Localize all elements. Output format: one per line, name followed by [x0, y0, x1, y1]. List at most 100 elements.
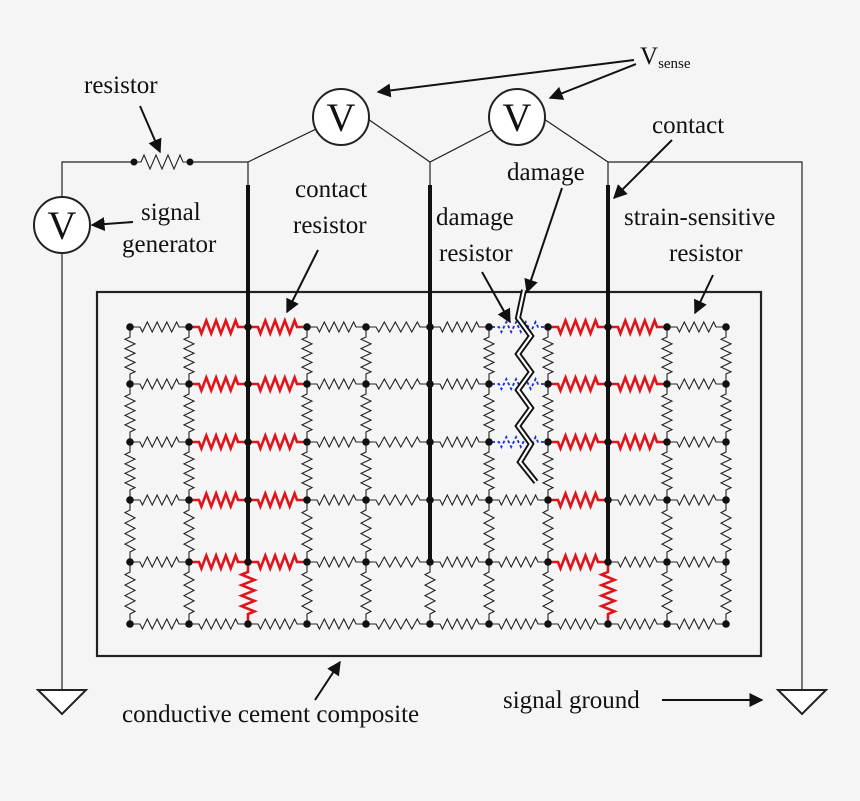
grid-resistor — [433, 377, 486, 391]
grid-resistor — [719, 330, 733, 381]
grid-resistor — [541, 445, 555, 497]
contact-resistor — [251, 431, 304, 453]
grid-resistor — [719, 445, 733, 497]
grid-resistor — [123, 565, 137, 621]
label-ground: signal ground — [503, 687, 640, 714]
grid-resistor — [182, 330, 196, 381]
grid-resistor — [359, 565, 373, 621]
grid-resistor — [359, 503, 373, 559]
label-resistor: resistor — [84, 72, 158, 99]
contact-resistor — [192, 489, 245, 511]
node-dot — [544, 496, 552, 504]
grid-resistor — [123, 387, 137, 439]
label-contact-resistor-1: contact — [295, 176, 367, 203]
grid-resistor — [359, 387, 373, 439]
damage-resistor — [492, 319, 545, 335]
node-dot — [722, 496, 730, 504]
label-damage-resistor-2: resistor — [439, 240, 513, 267]
node-dot — [485, 620, 493, 628]
label-v-sense-main: V — [640, 43, 658, 70]
node-dot — [185, 620, 193, 628]
grid-resistor — [369, 493, 427, 507]
grid-resistor — [133, 617, 186, 631]
node-dot — [126, 438, 134, 446]
grid-resistor — [133, 435, 186, 449]
grid-resistor — [670, 493, 723, 507]
damage-crack — [514, 289, 539, 484]
grid-resistor — [133, 555, 186, 569]
grid-resistor — [482, 445, 496, 497]
grid-resistor — [660, 503, 674, 559]
grid-resistor — [300, 387, 314, 439]
grid-resistor — [670, 435, 723, 449]
grid-resistor — [482, 503, 496, 559]
contact-resistor — [238, 565, 258, 621]
grid-resistor — [670, 617, 723, 631]
grid-resistor — [300, 445, 314, 497]
grid-resistor — [182, 445, 196, 497]
grid-resistor — [433, 493, 486, 507]
grid-resistor — [670, 555, 723, 569]
node-dot — [544, 438, 552, 446]
contact-resistor — [192, 373, 245, 395]
node-dot — [722, 323, 730, 331]
node-dot — [303, 323, 311, 331]
grid-resistor — [670, 320, 723, 334]
grid-resistor — [369, 555, 427, 569]
grid-resistor — [660, 445, 674, 497]
grid-resistor — [310, 617, 363, 631]
node-dot — [663, 620, 671, 628]
label-contact-resistor-2: resistor — [293, 212, 367, 239]
contact-resistor — [192, 431, 245, 453]
node-dot — [185, 558, 193, 566]
node-dot — [185, 323, 193, 331]
contact-resistor — [251, 551, 304, 573]
grid-resistor — [369, 377, 427, 391]
grid-resistor — [300, 503, 314, 559]
node-dot — [663, 438, 671, 446]
contact-resistor — [611, 431, 664, 453]
grid-resistor — [670, 377, 723, 391]
node-dot — [722, 380, 730, 388]
grid-resistor — [123, 503, 137, 559]
node-dot — [544, 380, 552, 388]
sense-voltmeter-2-symbol: V — [503, 95, 532, 140]
node-dot — [663, 380, 671, 388]
grid-resistor — [369, 320, 427, 334]
grid-resistor — [133, 377, 186, 391]
label-composite: conductive cement composite — [122, 701, 419, 728]
label-strain-sensitive: strain-sensitive — [624, 204, 775, 231]
grid-resistor — [251, 617, 304, 631]
label-strain-resistor: resistor — [669, 240, 743, 267]
grid-resistor — [433, 435, 486, 449]
contact-resistor — [551, 431, 605, 453]
grid-resistor — [551, 617, 605, 631]
contact-resistor — [551, 489, 605, 511]
grid-resistor — [123, 445, 137, 497]
grid-resistor — [433, 320, 486, 334]
node-dot — [544, 620, 552, 628]
grid-resistor — [541, 565, 555, 621]
node-dot — [485, 380, 493, 388]
grid-resistor — [133, 320, 186, 334]
damage-resistor — [492, 434, 545, 450]
node-dot — [126, 323, 134, 331]
grid-resistor — [300, 330, 314, 381]
grid-resistor — [310, 493, 363, 507]
contact-resistor — [598, 565, 618, 621]
grid-resistor — [300, 565, 314, 621]
generator-voltmeter: V — [33, 196, 91, 254]
grid-resistor — [482, 330, 496, 381]
grid-resistor — [369, 617, 427, 631]
node-dot — [126, 558, 134, 566]
grid-resistor — [310, 435, 363, 449]
node-dot — [126, 380, 134, 388]
grid-resistor — [611, 617, 664, 631]
node-dot — [362, 558, 370, 566]
node-dot — [663, 496, 671, 504]
node-dot — [663, 323, 671, 331]
node-dot — [426, 620, 434, 628]
grid-resistor — [492, 617, 545, 631]
node-dot — [303, 438, 311, 446]
grid-resistor — [492, 493, 545, 507]
